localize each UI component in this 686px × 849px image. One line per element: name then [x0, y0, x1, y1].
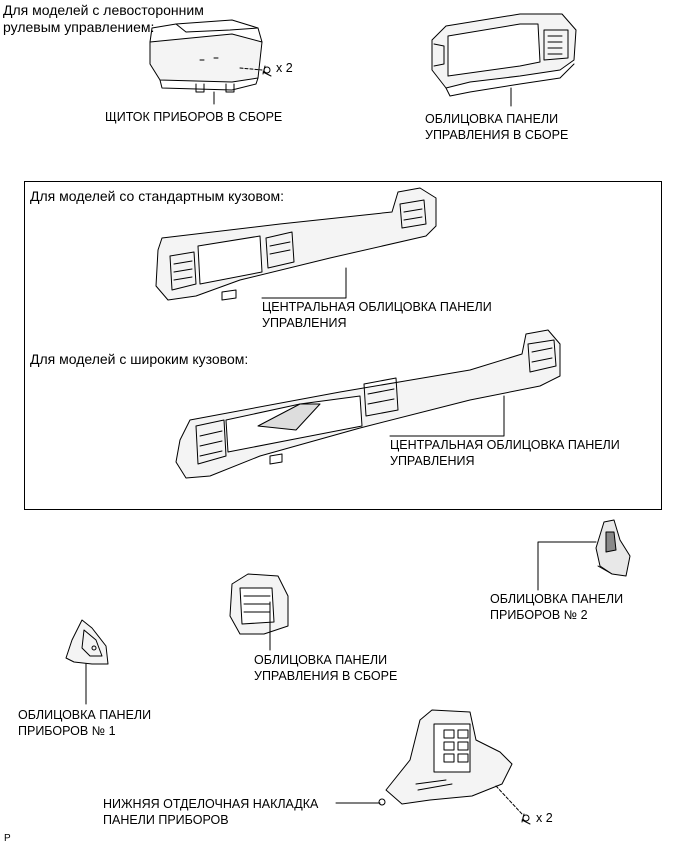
panel-no2-label-2: ПРИБОРОВ № 2 — [490, 608, 588, 622]
center-cluster-std-label-2: УПРАВЛЕНИЯ — [262, 316, 347, 330]
cluster-finish-bottom-label-2: УПРАВЛЕНИЯ В СБОРЕ — [254, 669, 398, 683]
leader-panel-no2 — [537, 541, 597, 591]
leader-center-cluster-std — [261, 267, 347, 299]
lower-finish-panel-part — [378, 709, 513, 806]
lower-panel-screw — [495, 785, 531, 825]
meter-screw-top — [239, 65, 272, 77]
center-cluster-wide-part — [175, 329, 561, 479]
cluster-finish-top-label-2: УПРАВЛЕНИЯ В СБОРЕ — [425, 128, 569, 142]
lhd-note-line1: Для моделей с левосторонним — [3, 2, 204, 18]
center-cluster-standard-part — [155, 187, 437, 301]
combination-meter-label: ЩИТОК ПРИБОРОВ В СБОРЕ — [105, 110, 283, 124]
cluster-finish-bottom-label-1: ОБЛИЦОВКА ПАНЕЛИ — [254, 653, 388, 667]
center-cluster-wide-label-2: УПРАВЛЕНИЯ — [390, 454, 475, 468]
wide-body-note: Для моделей с широким кузовом: — [30, 351, 249, 367]
lhd-note-line2: рулевым управлением: — [3, 19, 155, 35]
leader-center-cluster-wide — [389, 395, 505, 437]
combination-meter-part — [149, 19, 263, 93]
standard-body-note: Для моделей со стандартным кузовом: — [30, 188, 285, 204]
instrument-panel-no2-part — [595, 519, 631, 577]
panel-no1-label-2: ПРИБОРОВ № 1 — [18, 724, 116, 738]
corner-mark: P — [4, 833, 11, 844]
instrument-panel-no1-part — [65, 619, 109, 665]
body-variants-box — [24, 181, 662, 510]
cluster-finish-panel-bottom-part — [229, 573, 289, 635]
qty-label-bottom: x 2 — [536, 811, 553, 825]
lower-finish-label-1: НИЖНЯЯ ОТДЕЛОЧНАЯ НАКЛАДКА — [103, 797, 319, 811]
qty-label-top: x 2 — [276, 61, 293, 75]
cluster-finish-top-label-1: ОБЛИЦОВКА ПАНЕЛИ — [425, 112, 559, 126]
center-cluster-std-label-1: ЦЕНТРАЛЬНАЯ ОБЛИЦОВКА ПАНЕЛИ — [262, 300, 492, 314]
panel-no2-label-1: ОБЛИЦОВКА ПАНЕЛИ — [490, 592, 624, 606]
lower-finish-label-2: ПАНЕЛИ ПРИБОРОВ — [103, 813, 229, 827]
cluster-finish-panel-top-part — [431, 13, 577, 97]
panel-no1-label-1: ОБЛИЦОВКА ПАНЕЛИ — [18, 708, 152, 722]
center-cluster-wide-label-1: ЦЕНТРАЛЬНАЯ ОБЛИЦОВКА ПАНЕЛИ — [390, 438, 620, 452]
